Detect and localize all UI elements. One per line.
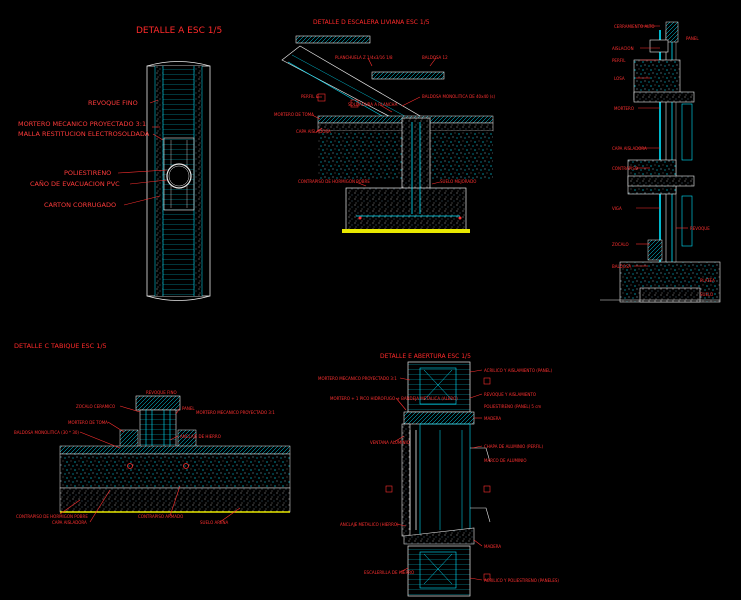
detail-d-label-9: SUELO MEJORADO	[440, 179, 476, 184]
detail-e-label-7: VENTANA ALUMINIO	[370, 440, 410, 445]
detail-e-label-3: MORTERO + 1 PICO HIDROFUGO + BANDEJA MET…	[330, 396, 458, 401]
detail-c-label-7: ANCLAJE DE HIERRO	[180, 434, 221, 439]
detail-d-label-3: PERFIL C	[301, 94, 319, 99]
detail-c-label-4: MORTERO DE TOMA	[68, 420, 108, 425]
detail-e-label-10: ANCLAJE METALICO (HIERRO)	[340, 522, 399, 527]
detail-a-label-3: MALLA RESTITUCION ELECTROSOLDADA	[18, 130, 150, 138]
detail-e-label-9: MARCO DE ALUMINIO	[484, 458, 527, 463]
elevation-leaders	[634, 25, 688, 267]
detail-e-label-1: MORTERO MECANICO PROYECTADO 3:1	[318, 376, 397, 381]
detail-e: DETALLE E ABERTURA ESC 1/5 MORTERO MECAN…	[318, 353, 559, 597]
detail-e-label-2: ACRILICO Y AISLAMIENTO (PANEL)	[484, 368, 552, 373]
detail-d-label-6: MORTERO DE TOMA	[274, 112, 314, 117]
elevation-label-11: ZOCALO	[612, 242, 629, 247]
detail-c-label-9: CAPA AISLADORA	[52, 520, 87, 525]
detail-e-title: DETALLE E ABERTURA ESC 1/5	[380, 353, 471, 360]
detail-a: DETALLE A ESC 1/5 REVOQUE FINO MORTERO M…	[18, 26, 222, 301]
detail-e-opening	[385, 361, 491, 597]
detail-e-label-13: ACRILICO Y POLIESTIRENO (PANELES)	[484, 578, 559, 583]
elevation-label-8: CONTRAPISO	[612, 166, 638, 171]
detail-d-stair	[281, 35, 494, 233]
detail-a-title: DETALLE A ESC 1/5	[136, 26, 222, 36]
detail-e-label-6: MADERA	[484, 416, 501, 421]
elevation-label-6: MORTERO	[614, 106, 634, 111]
detail-c-label-10: CONTRAPISO ARMADO	[138, 514, 183, 519]
elevation-labels: CERRAMIENTO ALTO PANEL AISLACION PERFIL …	[612, 24, 715, 297]
detail-d-label-8: CONTRAPISO DE HORMIGON POBRE	[298, 179, 370, 184]
elevation-label-12: BALDOSA	[612, 264, 632, 269]
detail-d-title: DETALLE D ESCALERA LIVIANA ESC 1/5	[313, 19, 430, 26]
detail-a-leaders	[117, 99, 168, 206]
detail-d-label-5: SOLDADURA A PLANCHA	[348, 102, 398, 107]
detail-a-label-4: POLIESTIRENO	[64, 169, 111, 177]
detail-e-label-8: CHAPA DE ALUMINIO (PERFIL)	[484, 444, 543, 449]
elevation-label-3: AISLACION	[612, 46, 634, 51]
detail-c-partition	[59, 395, 291, 513]
detail-c-label-11: SUELO ARENA	[200, 520, 229, 525]
elevation-section: CERRAMIENTO ALTO PANEL AISLACION PERFIL …	[600, 21, 721, 303]
detail-d-label-1: PLANCHUELA Z 1/4x3/16 1/8	[335, 55, 393, 60]
elevation-label-1: CERRAMIENTO ALTO	[614, 24, 654, 29]
detail-c-label-8: CONTRAPISO DE HORMIGON POBRE	[16, 514, 88, 519]
elevation-label-4: PERFIL	[612, 58, 626, 63]
detail-e-label-5: POLIESTIRENO (PANEL) 5 cm	[484, 404, 541, 409]
detail-a-label-6: CARTON CORRUGADO	[44, 201, 116, 209]
detail-d: DETALLE D ESCALERA LIVIANA ESC 1/5 PLANC…	[274, 19, 495, 233]
detail-a-label-5: CAÑO DE EVACUACION PVC	[30, 179, 120, 188]
detail-d-label-4: BALDOSA MONOLITICA DE 40x40 (s)	[422, 94, 495, 99]
detail-c-leaders	[59, 405, 241, 523]
detail-d-leaders	[311, 57, 441, 187]
detail-c-label-3: PANEL	[182, 406, 195, 411]
detail-e-label-11: MADERA	[484, 544, 501, 549]
detail-a-label-1: REVOQUE FINO	[88, 99, 138, 107]
detail-d-label-7: CAPA AISLADORA	[296, 129, 331, 134]
detail-c-title: DETALLE C TABIQUE ESC 1/5	[14, 342, 107, 350]
detail-a-label-2: MORTERO MECANICO PROYECTADO 3:1	[18, 120, 146, 128]
elevation-label-2: PANEL	[686, 36, 699, 41]
elevation-label-13: PLATEA	[700, 278, 715, 283]
detail-c-label-6: BALDOSA MONOLITICA (30 * 30)	[14, 430, 79, 435]
detail-d-label-2: BALDOSA 12	[422, 55, 448, 60]
detail-c-label-1: REVOQUE FINO	[146, 390, 177, 395]
elevation-label-14: SUELO	[700, 292, 713, 297]
detail-e-leaders	[393, 369, 483, 581]
detail-c: DETALLE C TABIQUE ESC 1/5 REVOQUE FINO Z…	[14, 342, 291, 525]
elevation-label-7: CAPA AISLADORA	[612, 146, 647, 151]
detail-c-label-5: MORTERO MECANICO PROYECTADO 3:1	[196, 410, 275, 415]
elevation-label-9: VIGA	[612, 206, 622, 211]
elevation-label-5: LOSA	[614, 76, 625, 81]
detail-e-label-4: REVOQUE Y AISLAMIENTO	[484, 392, 536, 397]
detail-c-label-2: ZOCALO CERAMICO	[76, 404, 115, 409]
detail-e-label-12: ESCALERILLA DE HIERRO	[364, 570, 414, 575]
elevation-label-10: REVOQUE	[690, 226, 710, 231]
